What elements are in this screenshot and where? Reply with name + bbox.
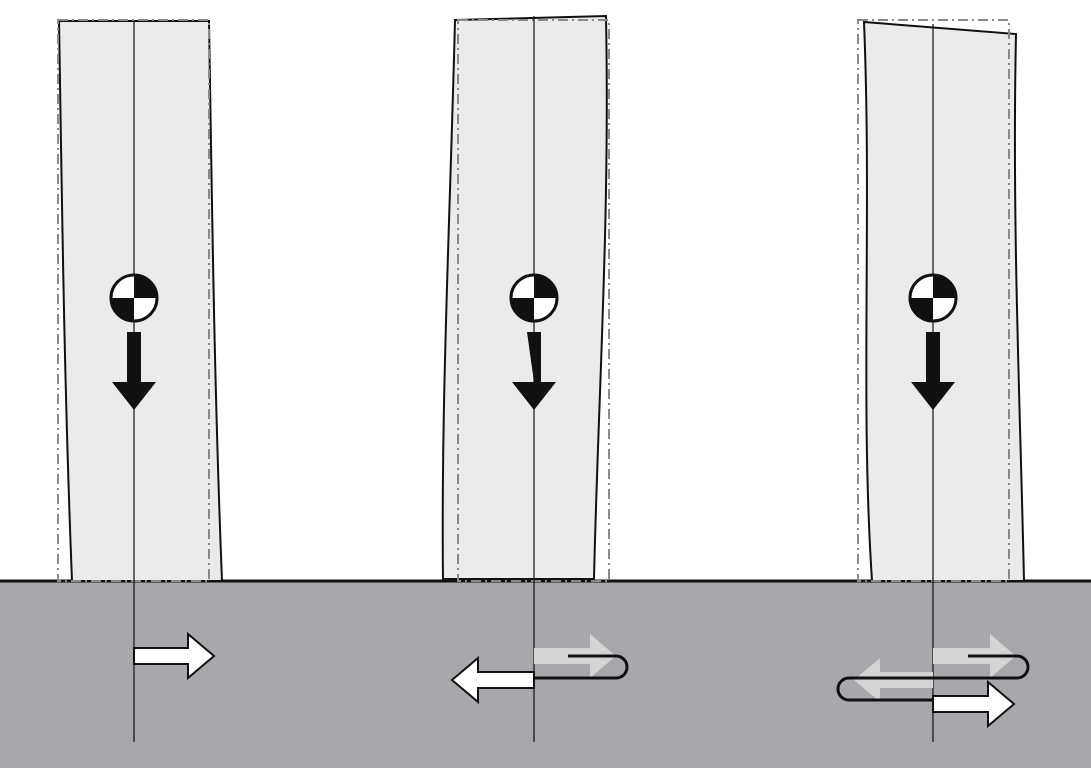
faded-left-arrow-icon bbox=[854, 658, 933, 702]
panel-single-displacement bbox=[57, 19, 224, 742]
panel-cyclic-displacement bbox=[836, 19, 1030, 742]
center-of-mass-icon bbox=[509, 273, 559, 323]
gravity-arrow-icon bbox=[112, 332, 156, 410]
panel-reversed-displacement bbox=[441, 14, 629, 742]
center-of-mass-icon bbox=[109, 273, 159, 323]
gravity-arrow-icon bbox=[911, 332, 955, 410]
cyclic-loop bbox=[836, 654, 1030, 702]
center-of-mass-icon bbox=[908, 273, 958, 323]
right-arrow-icon bbox=[133, 631, 216, 681]
left-arrow-icon bbox=[450, 655, 535, 705]
gravity-arrow-icon bbox=[512, 332, 556, 410]
right-arrow-icon bbox=[932, 679, 1016, 729]
reversal-loop bbox=[534, 654, 629, 680]
